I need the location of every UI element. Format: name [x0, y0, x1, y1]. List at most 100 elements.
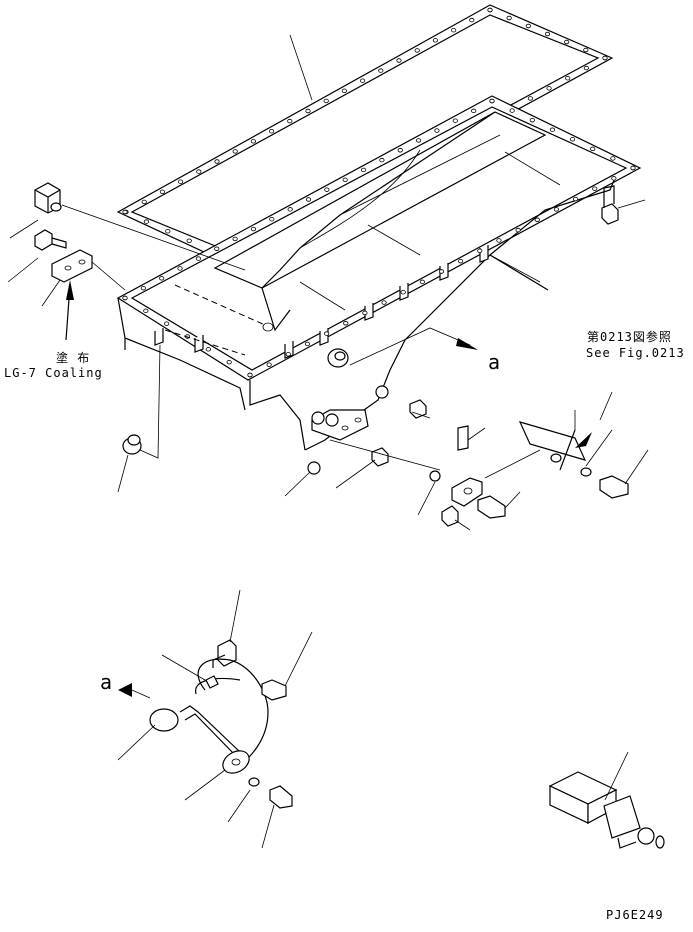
bolt-hole	[226, 359, 232, 365]
bolt-hole	[164, 321, 170, 326]
bolt-hole	[304, 341, 311, 347]
plate-left	[51, 249, 126, 291]
bolt-hole	[630, 165, 636, 171]
bolt-hole	[438, 269, 445, 274]
bolt-hole	[544, 31, 551, 37]
bolt-hole	[471, 108, 477, 114]
bolt-hole	[509, 108, 515, 113]
bolt-hole	[196, 169, 202, 174]
bolt-hole	[458, 258, 464, 264]
bolt-hole	[341, 88, 347, 93]
bolt-hole	[165, 228, 171, 234]
bolt-hole	[159, 276, 165, 281]
bolt-hole	[178, 179, 184, 184]
bolt-hole	[415, 138, 422, 143]
bolt-hole	[477, 248, 483, 253]
bolt-hole	[414, 48, 420, 53]
oil-pan-part	[116, 95, 642, 451]
bolt-hole	[487, 7, 493, 13]
bolt-hole	[602, 55, 608, 61]
bolt-hole	[285, 352, 291, 357]
bolt-hole	[205, 347, 211, 352]
bolt-hole	[527, 96, 534, 101]
connector-part	[34, 182, 246, 271]
bolt-hole	[143, 308, 149, 314]
stud	[479, 245, 489, 263]
bolt-hole	[269, 216, 275, 222]
bolt-hole	[583, 65, 589, 71]
coating-label-en: LG-7 Coaling	[4, 366, 103, 380]
bolt-hole	[434, 128, 440, 133]
leader-lines	[7, 34, 649, 849]
bolt-left	[34, 229, 67, 251]
bolt-hole	[214, 159, 220, 164]
bolt-hole	[611, 176, 617, 181]
bolt-hole	[469, 17, 475, 23]
bolt-hole	[379, 157, 385, 163]
bolt-hole	[506, 15, 512, 21]
sensor-assembly	[118, 639, 293, 809]
bolt-hole	[287, 207, 293, 212]
bolt-hole	[247, 372, 253, 378]
bolt-hole	[122, 209, 128, 215]
bolt-hole	[590, 146, 596, 152]
bolt-hole	[324, 187, 330, 192]
stud	[194, 335, 204, 353]
bolt-hole	[583, 47, 589, 53]
bolt-hole	[525, 23, 531, 29]
bolt-hole	[177, 266, 183, 271]
bolt-hole	[432, 38, 438, 43]
bolt-hole	[549, 127, 556, 132]
bolt-hole	[305, 108, 311, 114]
bolt-hole	[592, 186, 598, 191]
bolt-hole	[323, 98, 329, 104]
bolt-hole	[195, 256, 201, 261]
bolt-hole	[515, 227, 521, 233]
bolt-hole	[268, 128, 275, 134]
bolt-hole	[450, 28, 457, 33]
bolt-hole	[569, 137, 576, 142]
bolt-hole	[214, 246, 220, 251]
bolt-hole	[452, 118, 458, 123]
drain-plug	[122, 344, 161, 459]
bolt-hole	[343, 321, 349, 326]
bolt-hole	[140, 285, 146, 291]
drawing-id: PJ6E249	[606, 908, 664, 922]
bolt-hole	[266, 362, 272, 367]
bolt-hole	[360, 167, 367, 173]
bolt-hole	[419, 279, 425, 285]
side-fittings	[307, 327, 478, 482]
bolt-hole	[143, 219, 149, 224]
bolt-hole	[305, 197, 312, 202]
reference-label-jp: 第0213図参照	[587, 330, 672, 344]
bolt-hole	[496, 238, 502, 243]
bolt-hole	[396, 58, 402, 63]
bracket-right	[441, 421, 629, 527]
bolt-hole	[381, 300, 387, 305]
bolt-hole	[572, 196, 579, 202]
bolt-hole	[553, 207, 560, 212]
bolt-hole	[122, 295, 128, 301]
view-marker-a-upper: a	[488, 350, 501, 374]
bolt-hole	[529, 117, 535, 123]
bolt-hole	[378, 68, 384, 73]
bolt-hole	[565, 75, 571, 81]
bolt-hole	[546, 86, 552, 91]
bolt-hole	[564, 39, 570, 45]
stud	[154, 328, 164, 346]
bolt-hole	[323, 331, 330, 336]
bolt-hole	[489, 98, 495, 104]
bolt-hole	[287, 118, 293, 124]
bolt-hole	[141, 199, 147, 205]
bolt-hole	[232, 236, 238, 242]
bolt-hole	[400, 290, 406, 295]
bolt-hole	[610, 156, 616, 161]
bolt-hole	[397, 148, 403, 153]
bolt-hole	[534, 217, 540, 222]
coating-label-jp: 塗 布	[56, 351, 91, 365]
bolt-hole	[232, 149, 238, 154]
bolt-hole	[362, 310, 368, 316]
bolt-hole	[342, 177, 348, 182]
coating-arrow	[65, 280, 74, 341]
